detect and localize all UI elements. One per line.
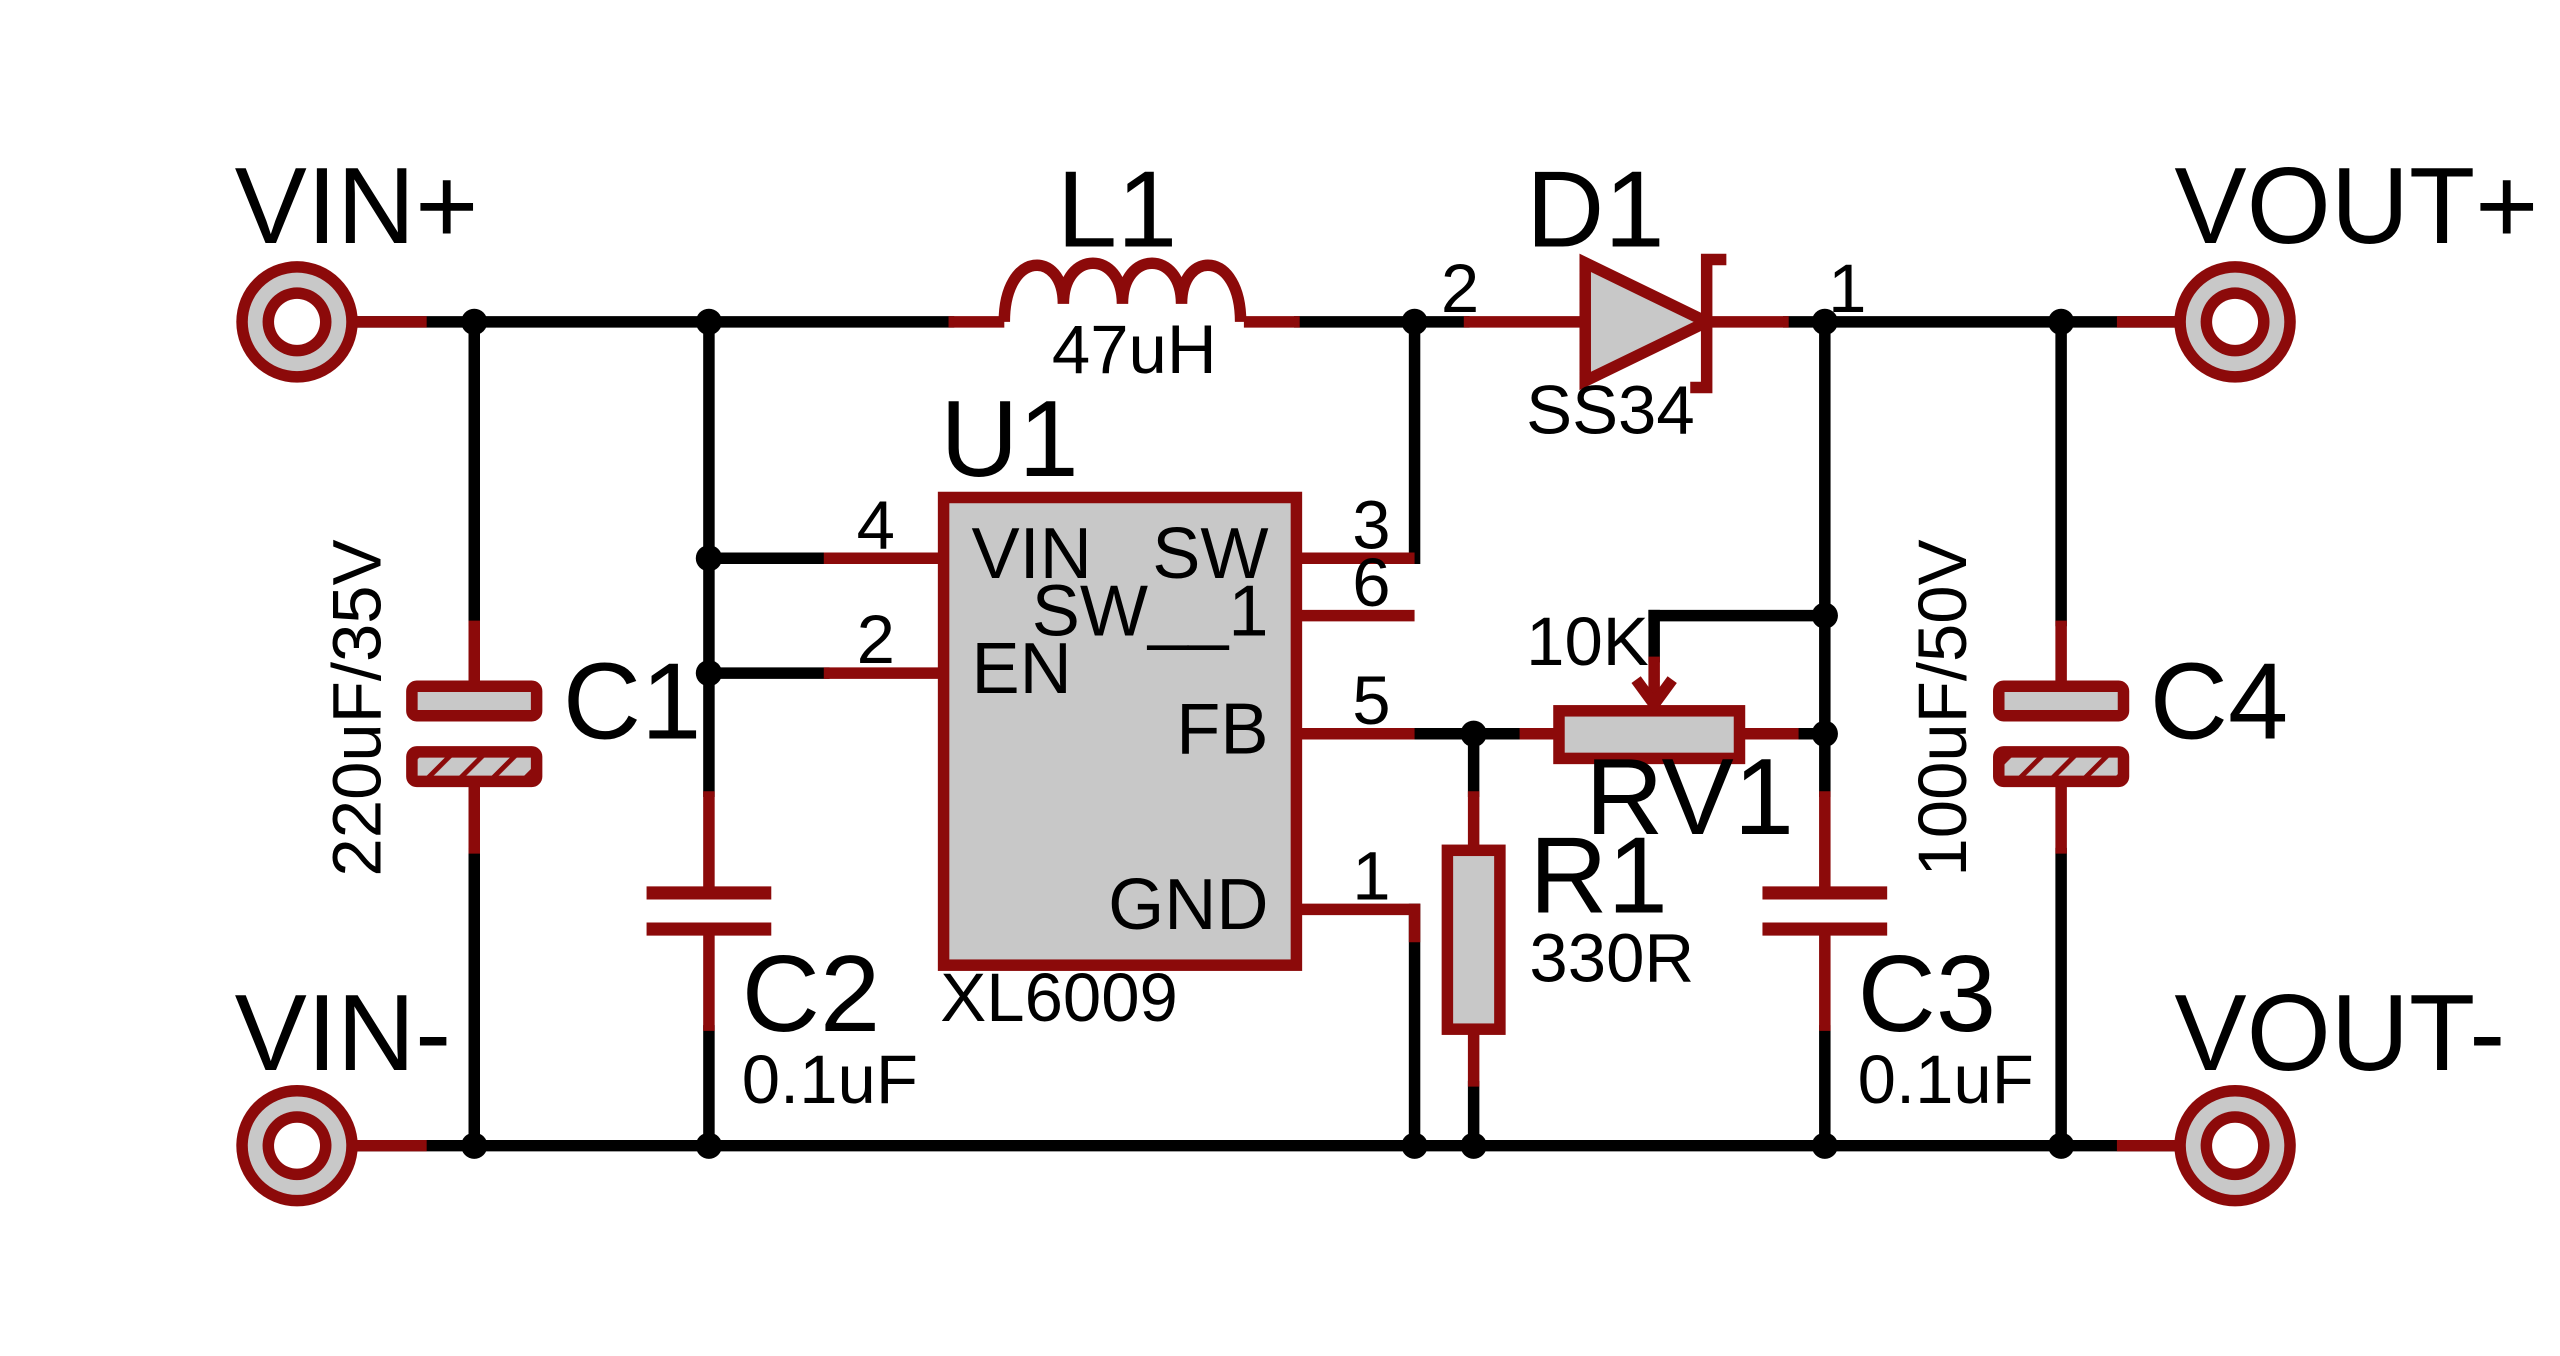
capacitor-value: 0.1uF bbox=[1858, 1041, 2034, 1118]
junction-dot bbox=[1460, 720, 1487, 747]
junction-dot bbox=[695, 545, 723, 572]
pin-number: 5 bbox=[1352, 662, 1390, 739]
resistor-value: 330R bbox=[1529, 920, 1694, 997]
junction-dot bbox=[1401, 1132, 1428, 1159]
junction-dot bbox=[1811, 308, 1838, 336]
diode-d1: D1 SS34 2 1 bbox=[1441, 148, 1867, 448]
pin-name-sw1: SW__1 bbox=[1032, 571, 1269, 651]
pin-name-fb: FB bbox=[1176, 689, 1268, 769]
pin-name-en: EN bbox=[971, 629, 1071, 709]
junctions bbox=[461, 308, 2075, 1159]
pin-number: 2 bbox=[857, 601, 895, 678]
junction-dot bbox=[461, 308, 488, 336]
capacitor-ref: C3 bbox=[1858, 933, 1996, 1054]
potentiometer-ref: RV1 bbox=[1585, 736, 1794, 857]
terminal-label: VIN+ bbox=[235, 145, 479, 266]
junction-dot bbox=[2048, 1132, 2075, 1159]
ic-part-number: XL6009 bbox=[940, 959, 1178, 1036]
junction-dot bbox=[1811, 602, 1838, 629]
inductor-ref: L1 bbox=[1057, 148, 1177, 269]
pin-number: 4 bbox=[857, 486, 895, 563]
diode-ref: D1 bbox=[1526, 148, 1664, 269]
junction-dot bbox=[695, 1132, 723, 1159]
junction-dot bbox=[1811, 720, 1838, 747]
terminal-vout-pos: VOUT+ bbox=[2116, 145, 2538, 383]
ic-ref: U1 bbox=[940, 378, 1078, 499]
potentiometer-value: 10K bbox=[1526, 603, 1649, 680]
junction-dot bbox=[1811, 1132, 1838, 1159]
inductor-value: 47uH bbox=[1052, 311, 1217, 388]
potentiometer-rv1: 10K RV1 bbox=[1519, 603, 1799, 857]
junction-dot bbox=[2048, 308, 2075, 336]
capacitor-c3: C3 0.1uF bbox=[1762, 791, 2034, 1118]
junction-dot bbox=[1401, 308, 1428, 336]
terminal-vin-neg: VIN- bbox=[235, 972, 452, 1207]
junction-dot bbox=[695, 308, 723, 336]
diode-value: SS34 bbox=[1526, 371, 1695, 448]
capacitor-c1: C1 220uF/35V bbox=[319, 539, 702, 876]
pin-name-vin: VIN bbox=[971, 514, 1091, 594]
terminal-vout-neg: VOUT- bbox=[2116, 972, 2505, 1207]
pin-number: 6 bbox=[1352, 544, 1390, 621]
resistor-ref: R1 bbox=[1529, 815, 1667, 936]
ic-u1: U1 XL6009 VIN EN SW SW__1 FB GND 4 2 3 6… bbox=[823, 378, 1421, 1036]
inductor-l1: L1 47uH bbox=[948, 148, 1300, 388]
wires bbox=[347, 316, 2189, 1152]
terminal-vin-pos: VIN+ bbox=[235, 145, 479, 383]
pin-number: 3 bbox=[1352, 486, 1390, 563]
terminal-label: VIN- bbox=[235, 972, 452, 1093]
capacitor-value: 220uF/35V bbox=[319, 539, 396, 876]
resistor-r1: R1 330R bbox=[1441, 791, 1694, 1087]
capacitor-c4: C4 100uF/50V bbox=[1904, 539, 2288, 876]
terminal-label: VOUT- bbox=[2174, 972, 2505, 1093]
capacitor-ref: C2 bbox=[742, 933, 880, 1054]
pin-name-gnd: GND bbox=[1108, 865, 1268, 945]
pin-name-sw: SW bbox=[1152, 514, 1268, 594]
pin-number: 1 bbox=[1352, 838, 1390, 915]
pin-number: 2 bbox=[1441, 250, 1479, 327]
junction-dot bbox=[1460, 1132, 1487, 1159]
pin-number: 1 bbox=[1828, 250, 1866, 327]
junction-dot bbox=[461, 1132, 488, 1159]
junction-dot bbox=[695, 659, 723, 687]
terminal-label: VOUT+ bbox=[2174, 145, 2538, 266]
capacitor-value: 0.1uF bbox=[742, 1041, 918, 1118]
capacitor-ref: C1 bbox=[563, 641, 701, 762]
capacitor-ref: C4 bbox=[2150, 641, 2288, 762]
capacitor-value: 100uF/50V bbox=[1904, 539, 1981, 876]
capacitor-c2: C2 0.1uF bbox=[646, 791, 918, 1118]
